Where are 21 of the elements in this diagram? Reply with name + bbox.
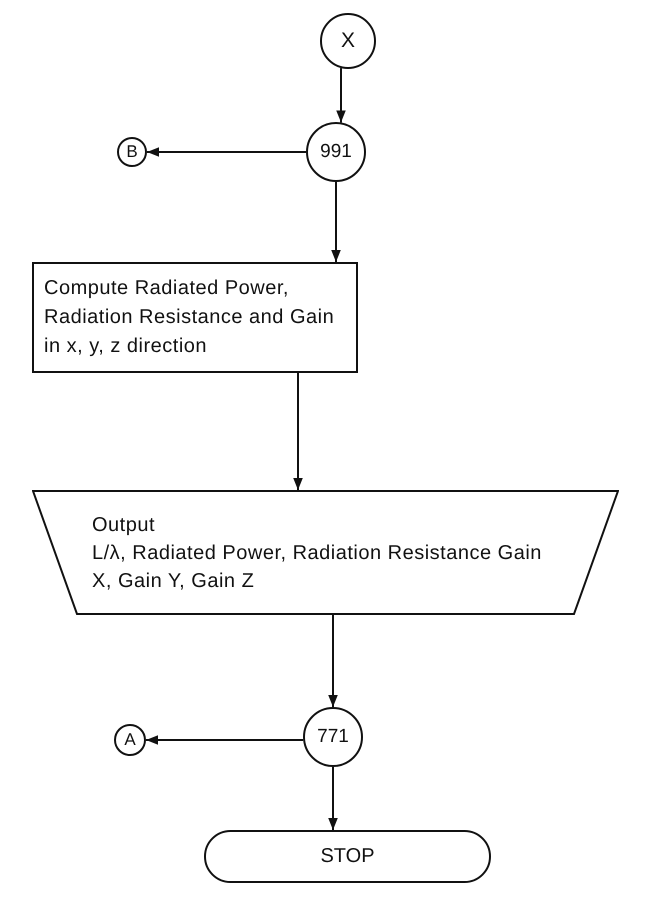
output-trapezoid <box>32 490 619 615</box>
connector-label: X <box>340 29 355 53</box>
process-box <box>32 262 358 373</box>
process-text: Compute Radiated Power, Radiation Resistance and Gain in x, y, z direction <box>44 276 336 359</box>
terminal-label: STOP <box>320 845 375 868</box>
arrow <box>147 147 306 157</box>
arrow <box>328 615 338 707</box>
arrow <box>328 767 338 830</box>
connector-label: B <box>126 142 138 162</box>
connector-label: 771 <box>317 726 349 748</box>
arrow <box>331 182 341 262</box>
terminal-box <box>204 830 491 883</box>
arrow <box>293 373 303 490</box>
connector-circle <box>114 724 146 756</box>
arrow <box>146 735 304 745</box>
connector-label: 991 <box>320 141 352 163</box>
arrow <box>336 68 346 122</box>
output-heading: Output <box>92 512 156 538</box>
connector-circle <box>117 137 147 167</box>
connector-label: A <box>124 730 136 750</box>
process-text: L/λ, Radiated Power, Radiation Resistance Gain X, Gain Y, Gain Z <box>92 540 543 594</box>
